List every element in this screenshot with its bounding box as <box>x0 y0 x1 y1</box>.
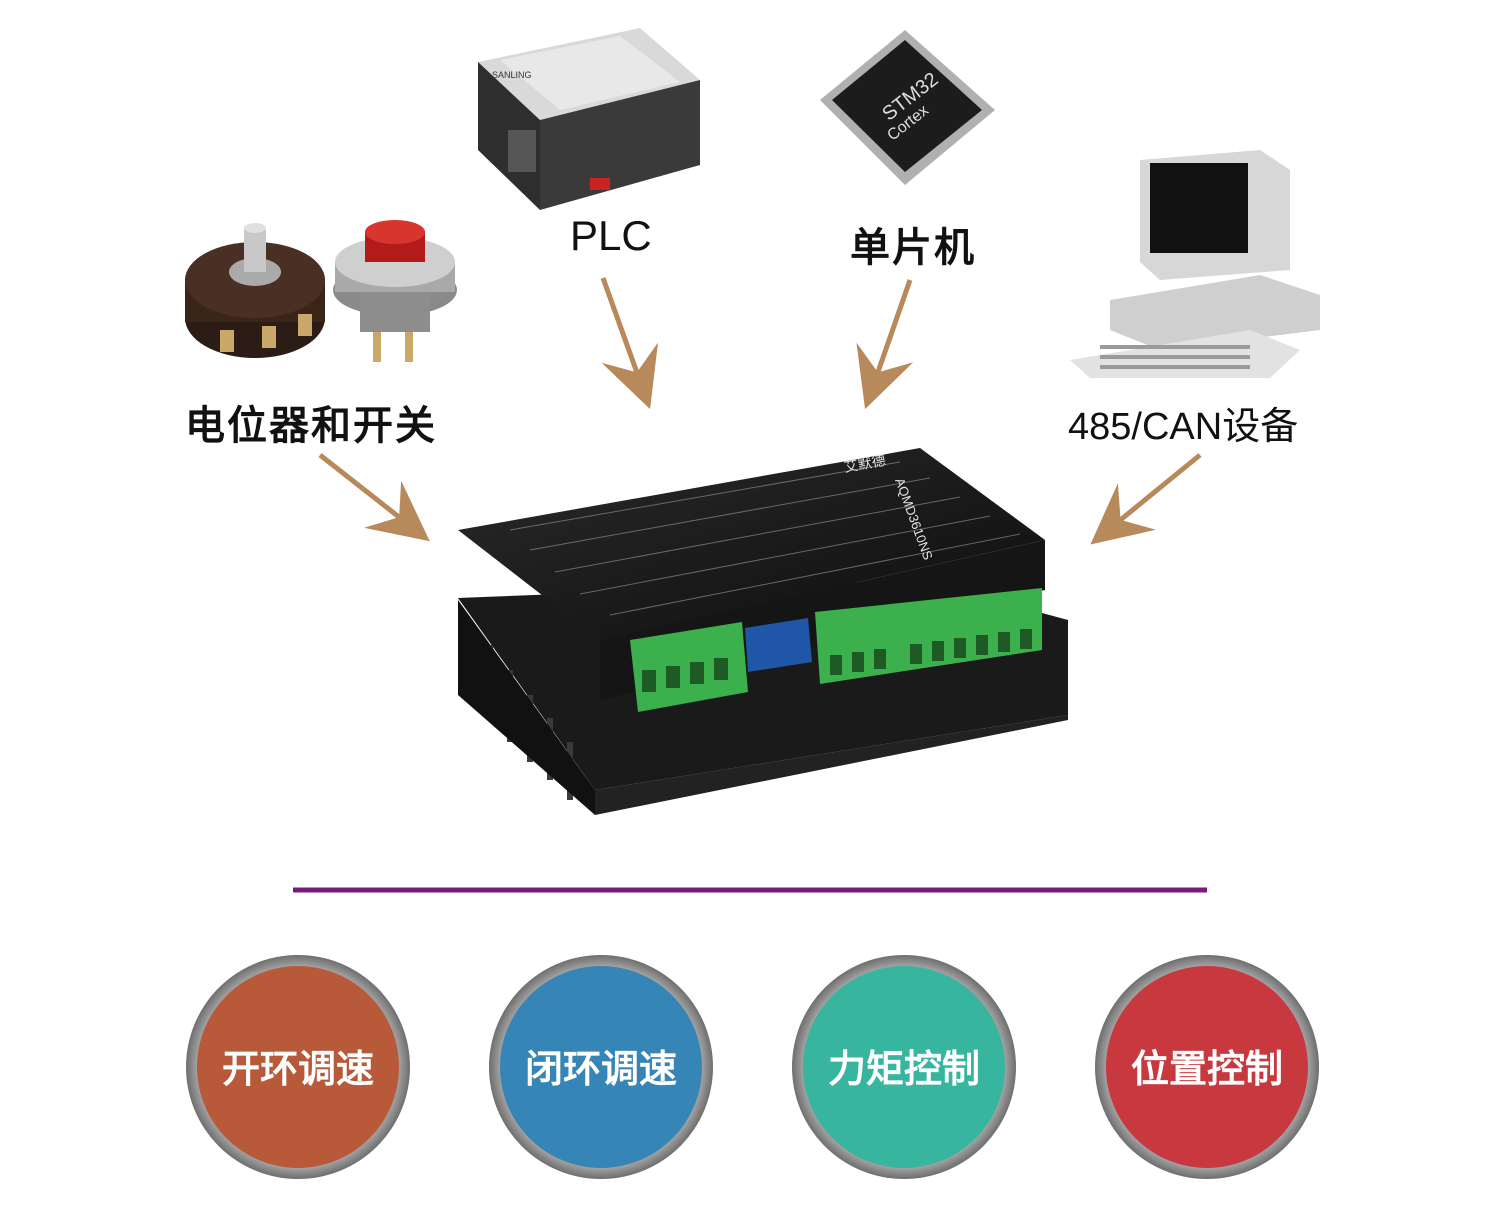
chip-icon: STM32 Cortex <box>820 30 995 185</box>
plc-brand-text: SANLING <box>492 70 532 80</box>
mode-circle-closed-loop <box>489 955 713 1179</box>
motor-driver-icon: 艾默德 AQMD3610NS <box>458 448 1068 815</box>
label-mcu: 单片机 <box>850 225 976 271</box>
mode-label-open-loop: 开环调速 <box>222 1047 374 1091</box>
mode-circle-open-loop <box>186 955 410 1179</box>
dip-switch <box>745 618 812 672</box>
terminal-block-left <box>630 622 748 712</box>
mode-label-torque: 力矩控制 <box>828 1047 980 1091</box>
arrow-plc <box>600 277 659 410</box>
arrow-mcu <box>856 279 914 410</box>
push-button-icon <box>333 220 457 362</box>
arrow-485 <box>1090 453 1202 545</box>
computer-icon <box>1070 150 1320 378</box>
potentiometer-icon <box>185 223 325 358</box>
mode-circle-torque <box>792 955 1016 1179</box>
label-plc: PLC <box>570 212 652 259</box>
tree-connectors <box>292 785 1208 960</box>
mode-label-position: 位置控制 <box>1131 1047 1283 1091</box>
terminal-block-right <box>815 588 1042 684</box>
input-arrows <box>318 277 1202 545</box>
arrow-potentiometer <box>318 453 430 542</box>
plc-icon: SANLING <box>478 28 700 210</box>
mode-circle-position <box>1095 955 1319 1179</box>
driver-brand-text: 艾默德 <box>843 453 887 476</box>
mode-label-closed-loop: 闭环调速 <box>525 1047 677 1091</box>
label-potentiometer-switch: 电位器和开关 <box>185 403 437 449</box>
label-485-can: 485/CAN设备 <box>1068 406 1299 448</box>
